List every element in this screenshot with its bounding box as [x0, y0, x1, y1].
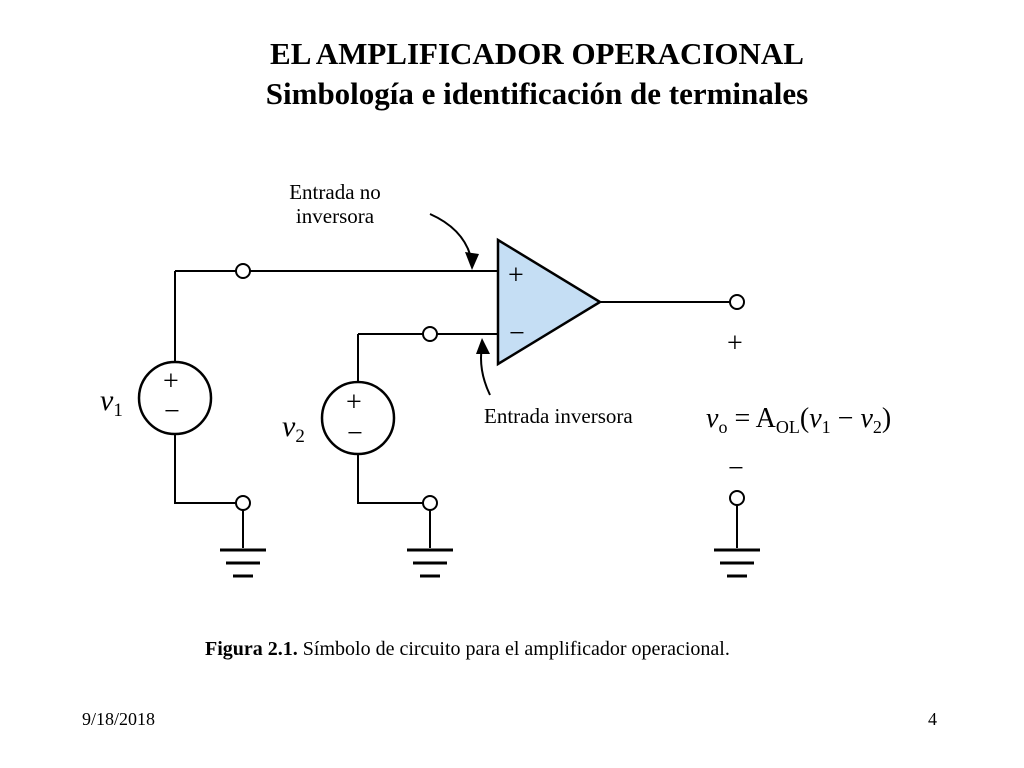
label-noninverting-input: Entrada no inversora: [270, 180, 400, 228]
arrow-head-noninverting: [465, 252, 479, 270]
wire-inverting-input: [357, 333, 498, 504]
caption-figure-number: Figura 2.1.: [205, 638, 298, 660]
output-minus-sign: −: [728, 453, 744, 484]
slide-title: EL AMPLIFICADOR OPERACIONAL Simbología e…: [0, 34, 1024, 114]
formula-v2-sub: 2: [872, 417, 882, 437]
ground-symbols: [220, 548, 760, 578]
opamp-triangle: [496, 237, 603, 367]
source1-symbol: v: [100, 384, 114, 417]
title-line-1: EL AMPLIFICADOR OPERACIONAL: [270, 36, 804, 71]
label-noninverting-line2: inversora: [295, 204, 375, 228]
formula-lhs-sub: o: [718, 417, 728, 437]
formula-lhs: v: [706, 403, 719, 434]
source2-minus: −: [347, 418, 363, 449]
voltage-source-2: [320, 380, 396, 456]
formula-gain-sub: OL: [775, 417, 800, 437]
opamp-minus-sign: −: [509, 318, 525, 349]
formula-eq: = A: [727, 403, 776, 434]
source1-subscript: 1: [113, 400, 123, 421]
terminal-noninverting: [235, 263, 251, 279]
formula-v1: v: [809, 403, 822, 434]
wire-noninverting-input: [174, 270, 498, 504]
formula-close: ): [881, 403, 892, 434]
source2-subscript: 2: [295, 426, 305, 447]
label-noninverting-line1: Entrada no: [289, 180, 381, 204]
source1-label: v1: [100, 384, 123, 428]
output-plus-sign: +: [727, 328, 743, 359]
ground-icon-3: [714, 548, 760, 578]
arrow-noninverting: [429, 213, 473, 263]
figure-caption: Figura 2.1. Símbolo de circuito para el …: [205, 638, 730, 661]
terminal-output-minus: [729, 490, 745, 506]
terminal-ground-2: [422, 495, 438, 511]
ground-icon-2: [407, 548, 453, 578]
source1-minus: −: [164, 396, 180, 427]
terminal-inverting: [422, 326, 438, 342]
formula-open: (: [799, 403, 810, 434]
source2-symbol: v: [282, 410, 296, 443]
voltage-source-1: [137, 360, 213, 436]
footer-page-number: 4: [928, 709, 937, 729]
source1-plus: +: [163, 366, 179, 397]
formula-v2: v: [860, 403, 873, 434]
label-inverting-input: Entrada inversora: [484, 404, 633, 428]
source2-label: v2: [282, 410, 305, 454]
opamp-plus-sign: +: [508, 260, 524, 291]
terminal-ground-1: [235, 495, 251, 511]
ground-icon-1: [220, 548, 266, 578]
formula-v1-sub: 1: [821, 417, 831, 437]
caption-text: Símbolo de circuito para el amplificador…: [302, 638, 730, 660]
formula-minus: −: [830, 403, 861, 434]
arrow-head-inverting: [476, 338, 490, 354]
footer-date: 9/18/2018: [82, 709, 156, 729]
terminals: [235, 263, 745, 511]
terminal-output-plus: [729, 294, 745, 310]
title-line-2: Simbología e identificación de terminale…: [265, 76, 809, 111]
source2-plus: +: [346, 387, 362, 418]
output-formula: vo = AOL(v1 − v2): [706, 402, 891, 444]
